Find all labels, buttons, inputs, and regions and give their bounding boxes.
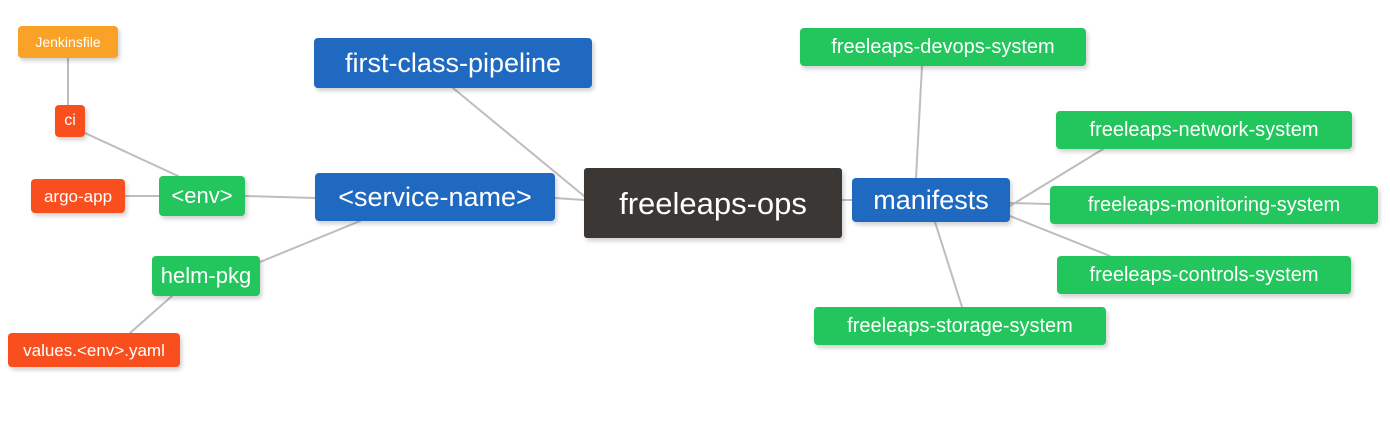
- node-label-first-class-pipeline: first-class-pipeline: [344, 47, 562, 78]
- node-service-name[interactable]: <service-name>: [315, 173, 555, 221]
- node-env[interactable]: <env>: [159, 176, 245, 216]
- node-label-manifests: manifests: [873, 184, 989, 215]
- node-ci[interactable]: ci: [55, 105, 85, 137]
- node-first-class-pipeline[interactable]: first-class-pipeline: [314, 38, 592, 88]
- node-manifests[interactable]: manifests: [852, 178, 1010, 222]
- node-jenkinsfile[interactable]: Jenkinsfile: [18, 26, 118, 58]
- node-freeleaps-network-system[interactable]: freeleaps-network-system: [1056, 111, 1352, 149]
- node-helm-pkg[interactable]: helm-pkg: [152, 256, 260, 296]
- node-label-argo-app: argo-app: [43, 186, 113, 206]
- edge-manifests-to-freeleaps-storage-system: [934, 221, 963, 308]
- edge-helm-pkg-to-values-yaml: [129, 295, 173, 334]
- node-label-jenkinsfile: Jenkinsfile: [35, 34, 101, 50]
- node-argo-app[interactable]: argo-app: [31, 179, 125, 213]
- edge-service-name-to-helm-pkg: [259, 220, 361, 263]
- node-label-freeleaps-ops: freeleaps-ops: [619, 185, 807, 221]
- node-label-env: <env>: [171, 183, 233, 208]
- node-label-freeleaps-network-system: freeleaps-network-system: [1089, 119, 1319, 141]
- node-values-yaml[interactable]: values.<env>.yaml: [8, 333, 180, 367]
- node-label-freeleaps-storage-system: freeleaps-storage-system: [847, 315, 1073, 337]
- node-label-freeleaps-controls-system: freeleaps-controls-system: [1089, 264, 1319, 286]
- node-label-service-name: <service-name>: [338, 181, 532, 212]
- edge-manifests-to-freeleaps-devops-system: [915, 65, 923, 179]
- edge-freeleaps-ops-to-service-name: [554, 197, 585, 201]
- edge-manifests-to-freeleaps-monitoring-system: [1009, 202, 1051, 205]
- edge-service-name-to-env: [244, 195, 316, 199]
- node-label-helm-pkg: helm-pkg: [160, 263, 252, 288]
- node-freeleaps-devops-system[interactable]: freeleaps-devops-system: [800, 28, 1086, 66]
- node-freeleaps-controls-system[interactable]: freeleaps-controls-system: [1057, 256, 1351, 294]
- node-label-freeleaps-monitoring-system: freeleaps-monitoring-system: [1087, 194, 1341, 216]
- node-freeleaps-ops[interactable]: freeleaps-ops: [584, 168, 842, 238]
- node-label-freeleaps-devops-system: freeleaps-devops-system: [831, 36, 1055, 58]
- node-label-values-yaml: values.<env>.yaml: [23, 340, 165, 360]
- node-freeleaps-storage-system[interactable]: freeleaps-storage-system: [814, 307, 1106, 345]
- edge-env-to-ci: [84, 132, 179, 177]
- node-label-ci: ci: [64, 112, 76, 129]
- node-freeleaps-monitoring-system[interactable]: freeleaps-monitoring-system: [1050, 186, 1378, 224]
